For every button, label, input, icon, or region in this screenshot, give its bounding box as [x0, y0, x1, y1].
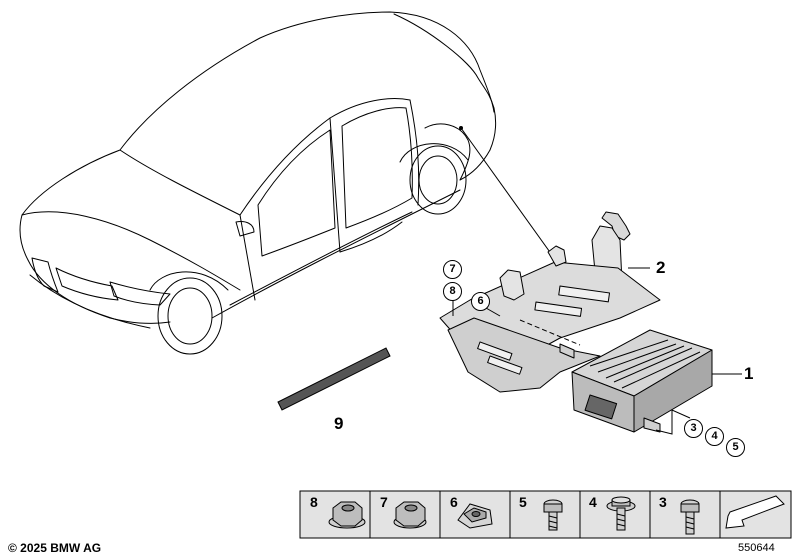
flange-screw-icon	[606, 496, 636, 531]
callout-6: 6	[471, 292, 490, 311]
callout-1: 1	[744, 364, 754, 383]
dashed-leader	[519, 319, 581, 346]
table-cell-label: 7	[380, 494, 388, 510]
copyright-text: © 2025 BMW AG	[8, 541, 102, 555]
hex-flange-nut-icon	[328, 501, 366, 529]
table-cell-label: 6	[450, 494, 458, 510]
table-cell-label: 5	[519, 494, 527, 510]
hex-bolt-icon	[680, 499, 700, 535]
callout-3: 3	[684, 419, 703, 438]
callout-2: 2	[656, 258, 666, 277]
screw-m5-icon	[543, 499, 563, 531]
amplifier-module	[559, 329, 713, 433]
clip-nut-icon	[457, 503, 493, 529]
callout-9: 9	[334, 414, 344, 433]
arrow-direction-icon	[725, 495, 785, 529]
bracket-part	[439, 211, 661, 393]
callout-4: 4	[705, 427, 724, 446]
car-illustration	[19, 11, 497, 355]
callout-5: 5	[726, 438, 745, 457]
parts-table	[299, 490, 792, 539]
adhesive-strip	[277, 347, 391, 411]
image-id: 550644	[738, 542, 775, 554]
leader-line-car	[460, 127, 553, 256]
table-cell-label: 8	[310, 494, 318, 510]
table-cell-label: 3	[659, 494, 667, 510]
callout-7: 7	[443, 260, 462, 279]
table-cell-label: 4	[589, 494, 597, 510]
callout-8: 8	[443, 282, 462, 301]
hex-nut-icon	[393, 501, 427, 529]
callout-leaders	[452, 267, 742, 435]
